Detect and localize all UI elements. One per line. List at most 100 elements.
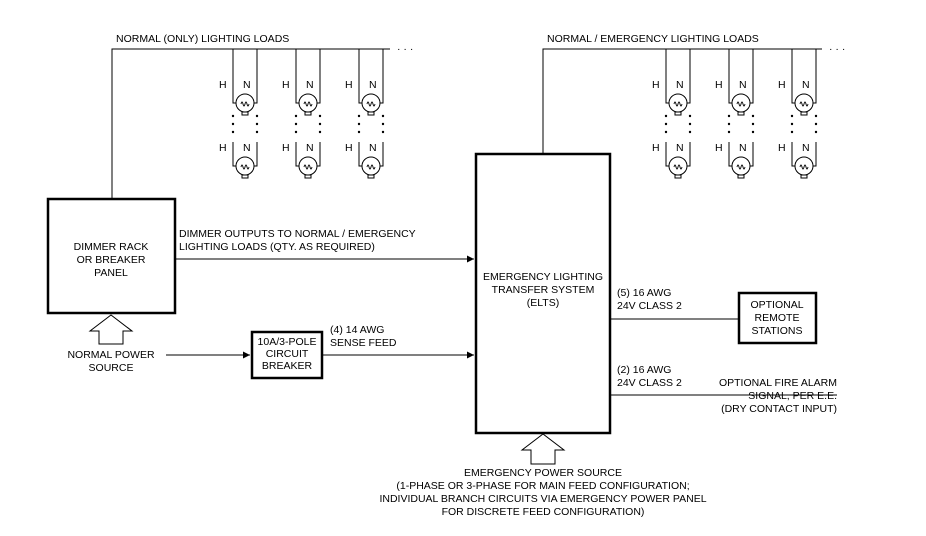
normal-emergency-fixture-2-hot-continuation-dot-2: [727, 130, 731, 134]
normal-emergency-fixture-1-hot-continuation-dot-2: [664, 130, 668, 134]
normal-only-fixture-3-top-lamp-filament: [366, 101, 376, 107]
normal-only-fixture-3-neutral-wire-bottom: [380, 142, 384, 167]
normal-emergency-fixture-3-hot-wire-bottom: [791, 142, 795, 167]
normal-only-fixture-1-neutral-continuation-dot-0: [255, 114, 259, 118]
normal-only-fixture-3-top-lamp-base: [367, 111, 375, 116]
normal-emergency-fixture-3-bottom-lamp-base: [800, 174, 808, 179]
normal-only-fixture-3-hot-continuation-dot-1: [357, 122, 361, 126]
elts-box: [474, 152, 612, 435]
normal-emergency-fixture-2-neutral-wire-bottom: [750, 142, 754, 167]
emergency-power-line-4: FOR DISCRETE FEED CONFIGURATION): [442, 506, 645, 518]
normal-emergency-fixture-1-bottom-lamp-base: [674, 174, 682, 179]
normal-only-fixture-2-hot-label-bottom: H: [282, 142, 290, 154]
normal-only-fixture-3-hot-wire-top: [358, 49, 362, 104]
normal-only-fixture-2-hot-continuation-dot-1: [294, 122, 298, 126]
normal-emergency-fixture-3-neutral-continuation-dot-2: [814, 130, 818, 134]
fire-alarm-line-1: OPTIONAL FIRE ALARM: [719, 377, 837, 389]
sense-feed-line-2: SENSE FEED: [330, 337, 397, 349]
normal-only-ellipsis: · · ·: [397, 43, 413, 55]
normal-emergency-loads-group: NORMAL / EMERGENCY LIGHTING LOADS · · · …: [542, 33, 845, 179]
normal-only-fixture-3-hot-continuation-dot-0: [357, 114, 361, 118]
normal-emergency-fixture-1-hot-continuation-dot-1: [664, 122, 668, 126]
remote-line-2: REMOTE: [755, 312, 800, 324]
normal-only-fixture-2-neutral-wire-top: [317, 49, 321, 104]
normal-emergency-ellipsis: · · ·: [829, 43, 845, 55]
remote-wire-line-1: (5) 16 AWG: [617, 287, 671, 299]
normal-only-fixture-3-neutral-continuation-dot-2: [381, 130, 385, 134]
normal-emergency-fixture-2-hot-continuation-dot-1: [727, 122, 731, 126]
normal-emergency-fixture-2-neutral-label-top: N: [739, 79, 747, 91]
normal-only-fixture-3-neutral-wire-top: [380, 49, 384, 104]
normal-only-fixture-1-hot-continuation-dot-1: [231, 122, 235, 126]
normal-emergency-fixture-3-hot-wire-top: [791, 49, 795, 104]
normal-emergency-fixture-3-neutral-wire-top: [813, 49, 817, 104]
normal-emergency-fixture-1-bottom-lamp-filament: [673, 164, 683, 170]
normal-emergency-fixture-3-hot-continuation-dot-1: [790, 122, 794, 126]
normal-emergency-fixture-3-neutral-label-top: N: [802, 79, 810, 91]
normal-emergency-fixture-3-hot-label-top: H: [778, 79, 786, 91]
normal-only-fixture-1-hot-wire-top: [232, 49, 236, 104]
normal-emergency-fixture-2-bottom-lamp-base: [737, 174, 745, 179]
elts-line-2: TRANSFER SYSTEM: [492, 284, 595, 296]
normal-emergency-fixture-1-hot-wire-top: [665, 49, 669, 104]
sense-feed-line-1: (4) 14 AWG: [330, 324, 384, 336]
fire-alarm-line-2: SIGNAL, PER E.E.: [748, 390, 837, 402]
normal-only-fixture-2-hot-continuation-dot-0: [294, 114, 298, 118]
normal-emergency-fixture-2-hot-label-bottom: H: [715, 142, 723, 154]
fire-alarm-line-3: (DRY CONTACT INPUT): [721, 403, 837, 415]
normal-emergency-fixture-1-top-lamp-filament: [673, 101, 683, 107]
normal-only-fixture-3-neutral-continuation-dot-1: [381, 122, 385, 126]
normal-only-fixture-2-top-lamp-base: [304, 111, 312, 116]
normal-emergency-fixture-1-neutral-wire-bottom: [687, 142, 691, 167]
normal-only-fixture-2-neutral-label-bottom: N: [306, 142, 314, 154]
fire-wire-line-1: (2) 16 AWG: [617, 364, 671, 376]
normal-only-fixture-2-neutral-wire-bottom: [317, 142, 321, 167]
normal-only-fixture-1-neutral-continuation-dot-1: [255, 122, 259, 126]
normal-emergency-fixture-2-neutral-continuation-dot-0: [751, 114, 755, 118]
normal-only-fixture-2-hot-wire-bottom: [295, 142, 299, 167]
remote-wire-line-2: 24V CLASS 2: [617, 300, 682, 312]
normal-only-fixture-2-neutral-continuation-dot-0: [318, 114, 322, 118]
normal-emergency-fixture-1-hot-continuation-dot-0: [664, 114, 668, 118]
normal-only-fixture-3-neutral-label-bottom: N: [369, 142, 377, 154]
normal-emergency-fixture-2-hot-wire-top: [728, 49, 732, 104]
normal-emergency-fixture-1-neutral-label-bottom: N: [676, 142, 684, 154]
normal-power-line-2: SOURCE: [89, 362, 134, 374]
elts-line-3: (ELTS): [527, 297, 559, 309]
dimmer-outputs-line-1: DIMMER OUTPUTS TO NORMAL / EMERGENCY: [179, 228, 416, 240]
normal-emergency-fixture-2-neutral-wire-top: [750, 49, 754, 104]
normal-emergency-fixture-1-neutral-continuation-dot-2: [688, 130, 692, 134]
circuit-breaker-box: [250, 330, 324, 380]
normal-only-fixture-1-neutral-label-top: N: [243, 79, 251, 91]
normal-emergency-fixture-1-hot-wire-bottom: [665, 142, 669, 167]
emergency-power-line-2: (1-PHASE OR 3-PHASE FOR MAIN FEED CONFIG…: [396, 480, 689, 492]
normal-only-fixture-3-neutral-continuation-dot-0: [381, 114, 385, 118]
normal-only-fixture-2-bottom-lamp-base: [304, 174, 312, 179]
dimmer-rack-line-3: PANEL: [94, 267, 128, 279]
normal-only-fixture-2-neutral-label-top: N: [306, 79, 314, 91]
normal-only-fixture-3-bottom-lamp-filament: [366, 164, 376, 170]
normal-only-fixture-1-top-lamp-base: [241, 111, 249, 116]
normal-only-fixture-3-neutral-label-top: N: [369, 79, 377, 91]
emergency-power-line-3: INDIVIDUAL BRANCH CIRCUITS VIA EMERGENCY…: [379, 493, 706, 505]
normal-only-fixture-3-hot-label-bottom: H: [345, 142, 353, 154]
normal-emergency-fixture-1-hot-label-bottom: H: [652, 142, 660, 154]
normal-only-fixture-2-hot-continuation-dot-2: [294, 130, 298, 134]
dimmer-rack-line-1: DIMMER RACK: [74, 241, 149, 253]
normal-only-fixture-1-neutral-continuation-dot-2: [255, 130, 259, 134]
normal-only-fixture-2-neutral-continuation-dot-2: [318, 130, 322, 134]
normal-emergency-fixture-1-neutral-continuation-dot-0: [688, 114, 692, 118]
normal-emergency-loads-label: NORMAL / EMERGENCY LIGHTING LOADS: [547, 33, 759, 45]
normal-emergency-fixture-3-hot-label-bottom: H: [778, 142, 786, 154]
normal-feed-wire: [111, 48, 390, 198]
normal-emergency-fixture-3-neutral-continuation-dot-0: [814, 114, 818, 118]
remote-stations-box: [737, 291, 818, 345]
normal-only-fixture-3-hot-continuation-dot-2: [357, 130, 361, 134]
